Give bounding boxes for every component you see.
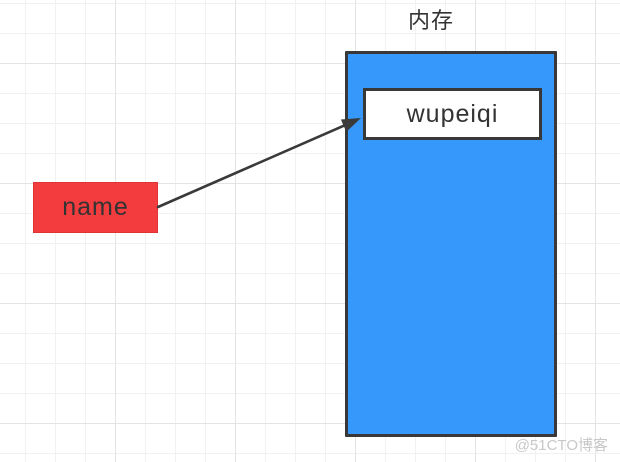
variable-name-box: name [33, 182, 158, 233]
memory-value-box: wupeiqi [363, 88, 542, 140]
watermark: @51CTO博客 [514, 437, 608, 454]
memory-title: 内存 [408, 8, 455, 33]
arrow-line [156, 121, 352, 209]
